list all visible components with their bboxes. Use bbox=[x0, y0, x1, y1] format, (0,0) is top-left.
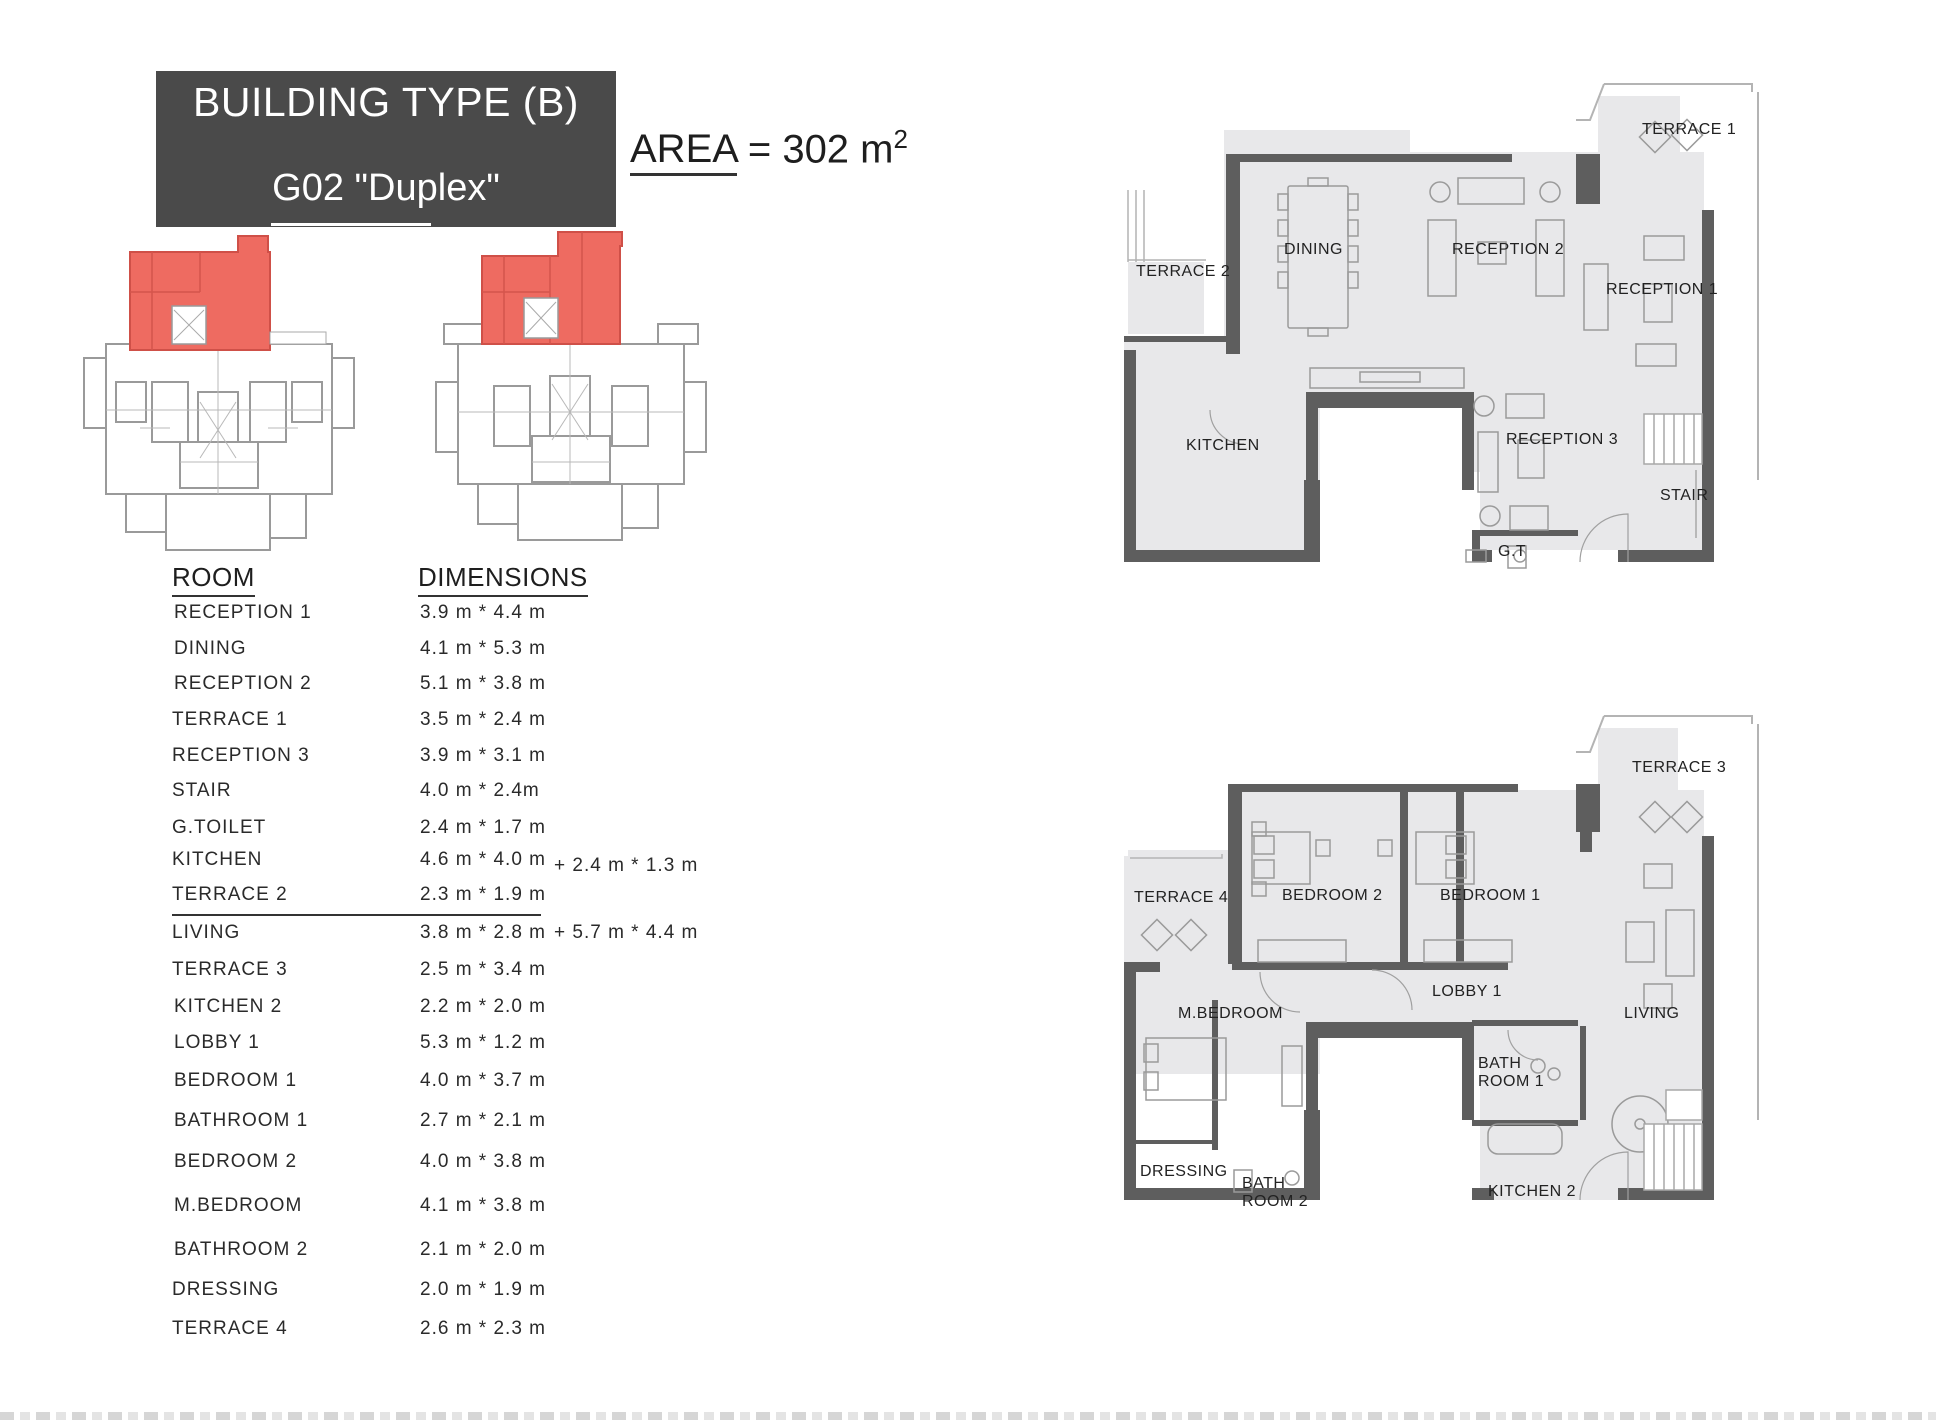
room-name: RECEPTION 2 bbox=[174, 673, 312, 694]
bathroom-1-label-line1: BATH bbox=[1478, 1055, 1521, 1072]
room-name: STAIR bbox=[172, 780, 232, 801]
room-dimension: 2.7 m * 2.1 m bbox=[420, 1110, 546, 1131]
reception-1-label: RECEPTION 1 bbox=[1606, 281, 1718, 298]
guest-toilet-label: G.T bbox=[1498, 543, 1526, 560]
room-name: KITCHEN bbox=[172, 849, 263, 870]
master-bedroom-label: M.BEDROOM bbox=[1178, 1005, 1283, 1022]
bathroom-1-label-line2: ROOM 1 bbox=[1478, 1073, 1544, 1090]
area-unit-exponent: 2 bbox=[893, 124, 908, 154]
room-name: DRESSING bbox=[172, 1279, 280, 1300]
room-name: LIVING bbox=[172, 922, 241, 943]
key-plan-ground bbox=[83, 235, 355, 551]
kitchen-2-label: KITCHEN 2 bbox=[1488, 1183, 1576, 1200]
bedroom-2-label: BEDROOM 2 bbox=[1282, 887, 1383, 904]
room-dimension: 2.6 m * 2.3 m bbox=[420, 1318, 546, 1339]
room-dimension-extra: + 5.7 m * 4.4 m bbox=[554, 922, 699, 943]
room-dimension: 2.5 m * 3.4 m bbox=[420, 959, 546, 980]
terrace-1-label: TERRACE 1 bbox=[1642, 121, 1736, 138]
room-dimension: 4.0 m * 3.8 m bbox=[420, 1151, 546, 1172]
room-dimension: 3.9 m * 4.4 m bbox=[420, 602, 546, 623]
room-name: RECEPTION 3 bbox=[172, 745, 310, 766]
dining-label: DINING bbox=[1284, 241, 1343, 258]
room-dimension: 4.0 m * 3.7 m bbox=[420, 1070, 546, 1091]
room-name: G.TOILET bbox=[172, 817, 267, 838]
room-dimension: 2.3 m * 1.9 m bbox=[420, 884, 546, 905]
area-label: AREA = 302 m2 bbox=[630, 124, 908, 177]
terrace-4-label: TERRACE 4 bbox=[1134, 889, 1228, 906]
room-name: BATHROOM 2 bbox=[174, 1239, 309, 1260]
bedroom-1-label: BEDROOM 1 bbox=[1440, 887, 1541, 904]
dimensions-column-header: DIMENSIONS bbox=[418, 562, 588, 597]
room-name: BEDROOM 1 bbox=[174, 1070, 298, 1091]
bathroom-2-label-line1: BATH bbox=[1242, 1175, 1285, 1192]
room-dimension-extra: + 2.4 m * 1.3 m bbox=[554, 855, 699, 876]
room-name: BEDROOM 2 bbox=[174, 1151, 298, 1172]
room-dimension: 5.1 m * 3.8 m bbox=[420, 673, 546, 694]
room-name: BATHROOM 1 bbox=[174, 1110, 309, 1131]
room-dimension: 5.3 m * 1.2 m bbox=[420, 1032, 546, 1053]
room-dimension: 3.9 m * 3.1 m bbox=[420, 745, 546, 766]
room-dimension: 2.2 m * 2.0 m bbox=[420, 996, 546, 1017]
room-name: RECEPTION 1 bbox=[174, 602, 312, 623]
room-dimension: 4.6 m * 4.0 m bbox=[420, 849, 546, 870]
bathroom-2-label-line2: ROOM 2 bbox=[1242, 1193, 1308, 1210]
lobby-1-label: LOBBY 1 bbox=[1432, 983, 1502, 1000]
room-dimension: 3.8 m * 2.8 m bbox=[420, 922, 546, 943]
floor-separator-line bbox=[172, 914, 541, 916]
building-type-title: BUILDING TYPE (B) bbox=[193, 79, 579, 125]
key-plan-first bbox=[435, 231, 707, 541]
room-dimension: 4.1 m * 5.3 m bbox=[420, 638, 546, 659]
room-dimension: 4.0 m * 2.4m bbox=[420, 780, 540, 801]
room-dimension: 4.1 m * 3.8 m bbox=[420, 1195, 546, 1216]
room-name: KITCHEN 2 bbox=[174, 996, 283, 1017]
ground-floor-plan: TERRACE 1 TERRACE 2 DINING RECEPTION 2 R… bbox=[1124, 83, 1759, 569]
unit-subtitle: G02 "Duplex" bbox=[272, 167, 500, 209]
stair-label: STAIR bbox=[1660, 487, 1708, 504]
reception-2-label: RECEPTION 2 bbox=[1452, 241, 1564, 258]
terrace-3-label: TERRACE 3 bbox=[1632, 759, 1726, 776]
room-name: TERRACE 4 bbox=[172, 1318, 288, 1339]
room-dimension: 2.1 m * 2.0 m bbox=[420, 1239, 546, 1260]
building-title-box: BUILDING TYPE (B) G02 "Duplex" bbox=[156, 71, 616, 227]
area-word: AREA bbox=[630, 127, 737, 177]
footer-fine-print-strip bbox=[0, 1412, 1936, 1420]
room-name: DINING bbox=[174, 638, 247, 659]
kitchen-label: KITCHEN bbox=[1186, 437, 1260, 454]
room-dimension: 2.0 m * 1.9 m bbox=[420, 1279, 546, 1300]
first-floor-plan: TERRACE 3 TERRACE 4 BEDROOM 2 BEDROOM 1 … bbox=[1124, 715, 1759, 1210]
room-name: TERRACE 1 bbox=[172, 709, 288, 730]
room-name: M.BEDROOM bbox=[174, 1195, 303, 1216]
room-column-header: ROOM bbox=[172, 562, 255, 597]
room-dimension: 2.4 m * 1.7 m bbox=[420, 817, 546, 838]
subtitle-underline bbox=[271, 223, 431, 226]
room-name: TERRACE 3 bbox=[172, 959, 288, 980]
dressing-label: DRESSING bbox=[1140, 1163, 1228, 1180]
terrace-2-label: TERRACE 2 bbox=[1136, 263, 1230, 280]
living-label: LIVING bbox=[1624, 1005, 1679, 1022]
room-dimension: 3.5 m * 2.4 m bbox=[420, 709, 546, 730]
reception-3-label: RECEPTION 3 bbox=[1506, 431, 1618, 448]
room-name: LOBBY 1 bbox=[174, 1032, 260, 1053]
area-value: = 302 m bbox=[747, 127, 894, 172]
room-name: TERRACE 2 bbox=[172, 884, 288, 905]
